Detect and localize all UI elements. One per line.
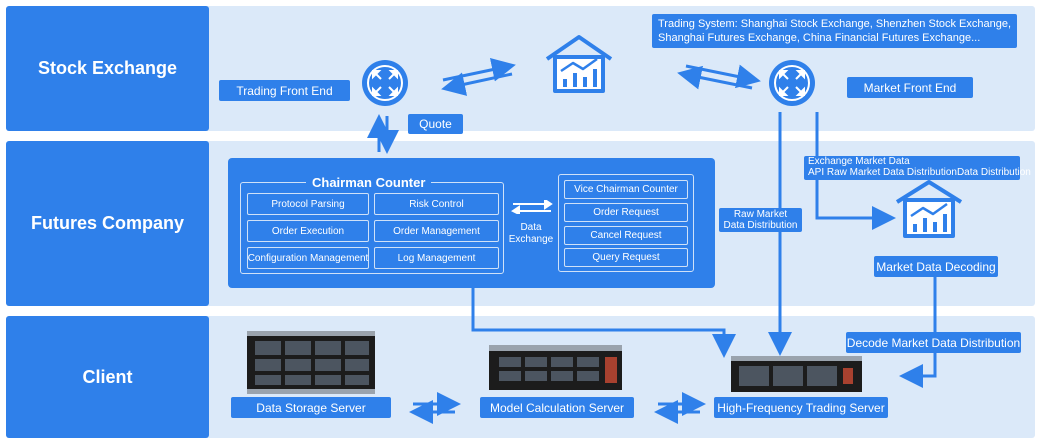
counter-to-hft-route [471, 288, 736, 358]
order-execution-cell: Order Execution [247, 220, 369, 242]
exchange-market-line1: Exchange Market Data [808, 156, 910, 167]
exchange-building-icon [895, 180, 963, 238]
chairman-counter-block: Chairman Counter Protocol Parsing Risk C… [228, 158, 715, 288]
trading-system-note-line1: Trading System: Shanghai Stock Exchange,… [658, 18, 1012, 30]
decode-market-data-distribution-label: Decode Market Data Distribution [846, 332, 1021, 353]
protocol-parsing-cell: Protocol Parsing [247, 193, 369, 215]
decode-to-hft-route [899, 277, 937, 388]
router-icon [769, 60, 815, 106]
risk-control-cell: Risk Control [374, 193, 499, 215]
data-exchange-label: Data Exchange [507, 222, 555, 246]
stock-exchange-label: Stock Exchange [6, 6, 209, 131]
exchange-market-line2: API Raw Market Data DistributionData Dis… [808, 167, 1031, 178]
raw-market-data-distribution-label: Raw Market Data Distribution [719, 208, 802, 232]
exchange-market-route [815, 112, 896, 230]
double-arrow-icon [511, 200, 553, 214]
quote-label: Quote [408, 114, 463, 134]
cancel-request-cell: Cancel Request [564, 226, 688, 245]
data-storage-server-label: Data Storage Server [231, 397, 391, 418]
model-calculation-server-label: Model Calculation Server [480, 397, 634, 418]
trading-front-end-label: Trading Front End [219, 80, 350, 101]
configuration-management-cell: Configuration Management [247, 247, 369, 269]
market-to-exchange-arrow [677, 65, 753, 90]
futures-company-label: Futures Company [6, 141, 209, 306]
data-exchange-line1: Data [520, 222, 542, 233]
chairman-counter-title: Chairman Counter [306, 175, 432, 190]
client-label: Client [6, 316, 209, 438]
exchange-market-data-label: Exchange Market Data API Raw Market Data… [804, 156, 1031, 180]
raw-market-line1: Raw Market [733, 209, 788, 220]
market-data-decoding-label: Market Data Decoding [874, 256, 998, 277]
trading-system-note: Trading System: Shanghai Stock Exchange,… [652, 14, 1018, 48]
router-icon [362, 60, 408, 106]
vice-chairman-counter-cell: Vice Chairman Counter [564, 180, 688, 199]
server-rack-icon [731, 356, 862, 392]
exchange-to-trading-arrow [441, 72, 513, 96]
log-management-cell: Log Management [374, 247, 499, 269]
trading-system-note-line2: Shanghai Futures Exchange, China Financi… [658, 32, 981, 44]
server-rack-icon [489, 345, 622, 390]
hft-server-label: High-Frequency Trading Server [714, 397, 888, 418]
vice-chairman-frame [558, 174, 694, 272]
data-exchange-line2: Exchange [508, 234, 554, 245]
order-management-cell: Order Management [374, 220, 499, 242]
exchange-building-icon [545, 35, 613, 93]
raw-market-line2: Data Distribution [723, 220, 798, 231]
server-rack-icon [247, 331, 375, 394]
market-front-end-label: Market Front End [847, 77, 973, 98]
order-request-cell: Order Request [564, 203, 688, 222]
query-request-cell: Query Request [564, 248, 688, 267]
